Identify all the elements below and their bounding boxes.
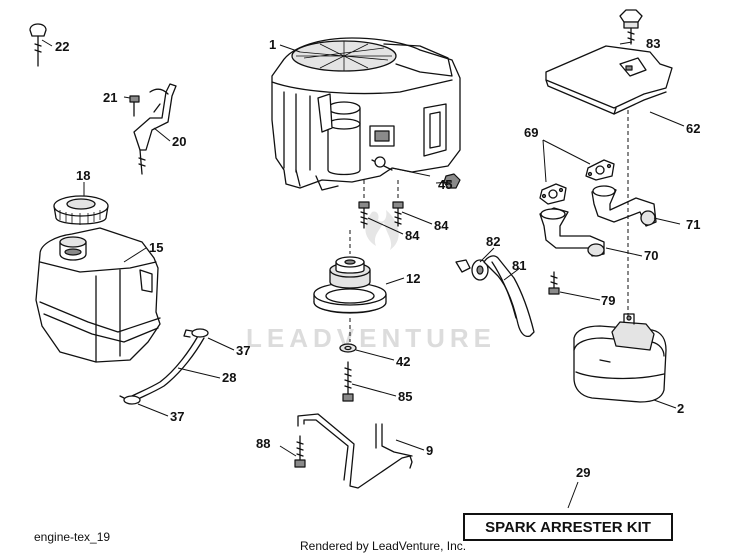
- rendered-by-credit: Rendered by LeadVenture, Inc.: [300, 539, 466, 553]
- image-code: engine-tex_19: [34, 530, 110, 544]
- washer-42[interactable]: [339, 343, 357, 353]
- clip-22[interactable]: [29, 23, 47, 67]
- bolt-84a[interactable]: [358, 201, 370, 229]
- callout-18[interactable]: 18: [76, 168, 90, 183]
- callout-22[interactable]: 22: [55, 39, 69, 54]
- pulley-12[interactable]: [313, 256, 387, 314]
- heat-shield-62[interactable]: [545, 45, 673, 115]
- callout-20[interactable]: 20: [172, 134, 186, 149]
- callout-12[interactable]: 12: [406, 271, 420, 286]
- fuel-cap-18[interactable]: [53, 195, 109, 225]
- callout-81[interactable]: 81: [512, 258, 526, 273]
- clamp-37b[interactable]: [119, 395, 141, 405]
- fuel-line-28[interactable]: [131, 335, 205, 401]
- callout-45[interactable]: 45: [438, 177, 452, 192]
- engine[interactable]: [271, 37, 461, 191]
- callout-62[interactable]: 62: [686, 121, 700, 136]
- footer: engine-tex_19 Rendered by LeadVenture, I…: [34, 530, 466, 553]
- callouts: 22 1 21 20 18 15 83 62 69 71 70 79 45 84…: [55, 36, 700, 480]
- callout-82[interactable]: 82: [486, 234, 500, 249]
- callout-9[interactable]: 9: [426, 443, 433, 458]
- callout-2[interactable]: 2: [677, 401, 684, 416]
- callout-42[interactable]: 42: [396, 354, 410, 369]
- fuel-tank-15[interactable]: [35, 227, 161, 363]
- callout-28[interactable]: 28: [222, 370, 236, 385]
- watermark-text: LEADVENTURE: [246, 323, 496, 353]
- callout-1[interactable]: 1: [269, 37, 276, 52]
- gasket-69a[interactable]: [539, 183, 567, 205]
- callout-88[interactable]: 88: [256, 436, 270, 451]
- exhaust-pipe-70[interactable]: [539, 207, 605, 257]
- callout-37b[interactable]: 37: [170, 409, 184, 424]
- callout-84a[interactable]: 84: [405, 228, 420, 243]
- clamp-82[interactable]: [455, 259, 489, 281]
- bolt-79[interactable]: [548, 271, 560, 295]
- exhaust-pipe-71[interactable]: [591, 185, 657, 227]
- callout-15[interactable]: 15: [149, 240, 163, 255]
- spark-arrester-kit-label[interactable]: SPARK ARRESTER KIT: [463, 513, 673, 541]
- bolt-85[interactable]: [342, 361, 354, 402]
- alignment-lines: [349, 110, 629, 342]
- watermark: LEADVENTURE: [246, 210, 496, 353]
- callout-29[interactable]: 29: [576, 465, 590, 480]
- callout-37a[interactable]: 37: [236, 343, 250, 358]
- callout-21[interactable]: 21: [103, 90, 117, 105]
- clamp-37a[interactable]: [183, 328, 209, 338]
- bracket-20[interactable]: [133, 83, 177, 175]
- callout-83[interactable]: 83: [646, 36, 660, 51]
- callout-85[interactable]: 85: [398, 389, 412, 404]
- hose-81[interactable]: [483, 255, 535, 338]
- bolt-21[interactable]: [129, 95, 140, 117]
- callout-70[interactable]: 70: [644, 248, 658, 263]
- callout-79[interactable]: 79: [601, 293, 615, 308]
- muffler-2[interactable]: [573, 313, 667, 403]
- callout-69[interactable]: 69: [524, 125, 538, 140]
- gasket-69b[interactable]: [585, 159, 615, 181]
- callout-71[interactable]: 71: [686, 217, 700, 232]
- bolt-84b[interactable]: [392, 201, 404, 227]
- bolt-83[interactable]: [619, 9, 643, 45]
- callout-84b[interactable]: 84: [434, 218, 449, 233]
- brace-9[interactable]: [297, 413, 413, 489]
- bolt-88[interactable]: [294, 435, 306, 468]
- leader-lines: [41, 39, 685, 509]
